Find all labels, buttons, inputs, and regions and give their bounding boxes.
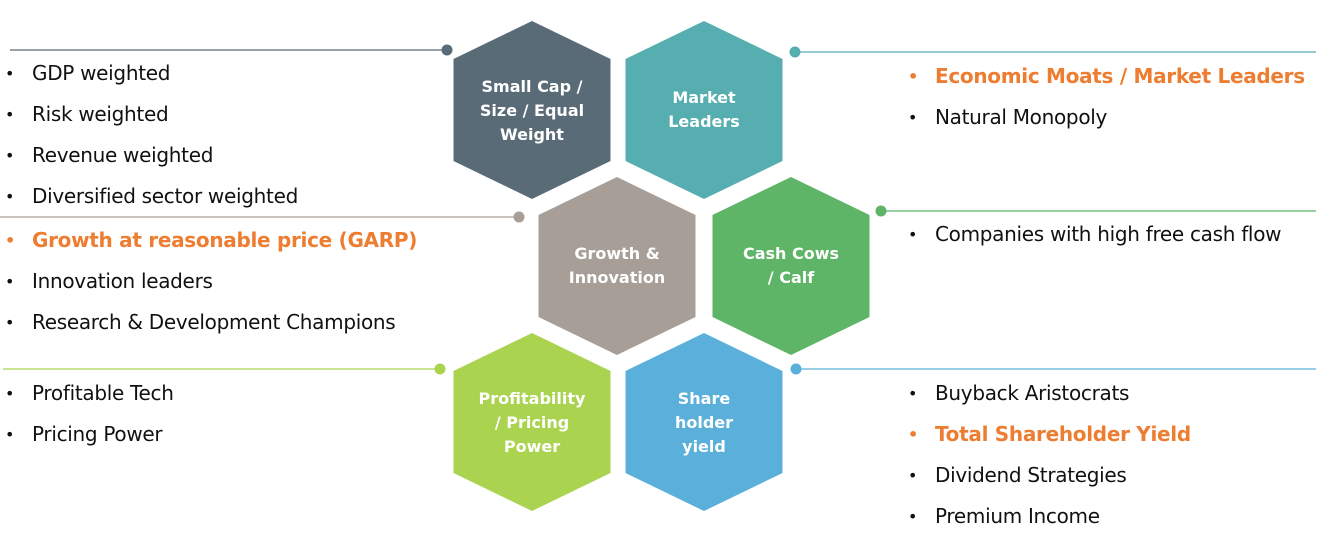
list-item: • Natural Monopoly <box>903 97 1305 138</box>
bullet-icon: • <box>5 425 15 444</box>
list-item: • Growth at reasonable price (GARP) <box>0 220 417 261</box>
list-small-cap: • GDP weighted • Risk weighted • Revenue weig… <box>0 53 298 217</box>
list-item: • Revenue weighted <box>0 135 298 176</box>
list-item-text: Diversified sector weighted <box>32 184 298 208</box>
bullet-icon: • <box>5 384 15 403</box>
bullet-icon: • <box>5 105 15 124</box>
list-growth: • Growth at reasonable price (GARP) • Innov… <box>0 220 417 343</box>
list-item: • Pricing Power <box>0 414 174 455</box>
hexagon-label-line: Innovation <box>569 268 665 287</box>
list-item-text: Buyback Aristocrats <box>935 381 1130 405</box>
bullet-icon: • <box>908 384 918 403</box>
list-item: • Research & Development Champions <box>0 302 417 343</box>
bullet-icon: • <box>908 108 918 127</box>
hexagon-label-line: yield <box>682 437 726 456</box>
list-item: • GDP weighted <box>0 53 298 94</box>
list-item-text: Innovation leaders <box>32 269 213 293</box>
list-item: • Buyback Aristocrats <box>903 373 1191 414</box>
list-item: • Premium Income <box>903 496 1191 537</box>
list-item: • Innovation leaders <box>0 261 417 302</box>
bullet-icon: • <box>5 313 15 332</box>
bullet-icon: • <box>5 146 15 165</box>
hexagon-shape <box>453 21 611 199</box>
hexagon-label-line: Growth & <box>574 244 659 263</box>
bullet-icon: • <box>5 187 15 206</box>
bullet-icon: • <box>5 231 15 250</box>
bullet-icon: • <box>908 466 918 485</box>
hexagon-label-line: / Calf <box>768 268 815 287</box>
hexagon-label-line: Weight <box>500 125 564 144</box>
list-profitability: • Profitable Tech • Pricing Power <box>0 373 174 455</box>
hexagon-shape <box>538 177 696 355</box>
hexagon-shape <box>453 333 611 511</box>
bullet-icon: • <box>5 64 15 83</box>
hexagon-label-line: Size / Equal <box>480 101 584 120</box>
list-item: • Risk weighted <box>0 94 298 135</box>
list-item-text: Companies with high free cash flow <box>935 222 1282 246</box>
list-item: • Dividend Strategies <box>903 455 1191 496</box>
bullet-icon: • <box>908 225 918 244</box>
connector-dot-cash-cows <box>875 205 887 217</box>
hexagon-label-line: / Pricing <box>495 413 569 432</box>
list-item: • Profitable Tech <box>0 373 174 414</box>
connector-dot-shareholder-yield <box>790 363 802 375</box>
hexagon-label-line: Profitability <box>479 389 586 408</box>
list-market-leaders: • Economic Moats / Market Leaders • Natural… <box>903 56 1305 138</box>
connectors <box>0 44 1316 375</box>
list-cash-cows: • Companies with high free cash flow <box>903 214 1281 255</box>
list-item-text: Growth at reasonable price (GARP) <box>32 228 418 252</box>
hexagon-growth-innovation: Growth & Innovation <box>538 177 696 355</box>
bullet-icon: • <box>908 507 918 526</box>
hexagon-shape <box>625 333 783 511</box>
connector-dot-small-cap <box>441 44 453 56</box>
list-item-text: Total Shareholder Yield <box>935 422 1191 446</box>
bullet-icon: • <box>5 272 15 291</box>
bullet-icon: • <box>908 425 918 444</box>
list-item: • Economic Moats / Market Leaders <box>903 56 1305 97</box>
connector-dot-profitability <box>434 363 446 375</box>
list-item-text: Premium Income <box>935 504 1100 528</box>
hexagon-label-line: Share <box>678 389 731 408</box>
bullet-icon: • <box>908 67 918 86</box>
list-item-text: Profitable Tech <box>32 381 174 405</box>
hexagon-cash-cows: Cash Cows / Calf <box>712 177 870 355</box>
hexagon-label-line: Small Cap / <box>482 77 583 96</box>
connector-dot-market-leaders <box>789 46 801 58</box>
list-item-text: Revenue weighted <box>32 143 214 167</box>
list-item: • Companies with high free cash flow <box>903 214 1281 255</box>
list-item-text: Research & Development Champions <box>32 310 396 334</box>
list-item-text: Economic Moats / Market Leaders <box>935 64 1305 88</box>
hexagon-shape <box>625 21 783 199</box>
connector-dot-growth <box>513 211 525 223</box>
list-item-text: Risk weighted <box>32 102 169 126</box>
hexagon-label-line: Power <box>504 437 560 456</box>
list-item-text: Dividend Strategies <box>935 463 1127 487</box>
list-item-text: Natural Monopoly <box>935 105 1108 129</box>
list-item: • Diversified sector weighted <box>0 176 298 217</box>
hexagon-label-line: holder <box>675 413 733 432</box>
hexagon-shareholder-yield: Share holder yield <box>625 333 783 511</box>
list-shareholder-yield: • Buyback Aristocrats • Total Shareholder Y… <box>903 373 1191 537</box>
hexagon-label-line: Market <box>672 88 736 107</box>
hexagon-label-line: Leaders <box>668 112 740 131</box>
list-item-text: Pricing Power <box>32 422 163 446</box>
hexagon-shape <box>712 177 870 355</box>
hexagon-label-line: Cash Cows <box>743 244 839 263</box>
list-item-text: GDP weighted <box>32 61 171 85</box>
list-item: • Total Shareholder Yield <box>903 414 1191 455</box>
